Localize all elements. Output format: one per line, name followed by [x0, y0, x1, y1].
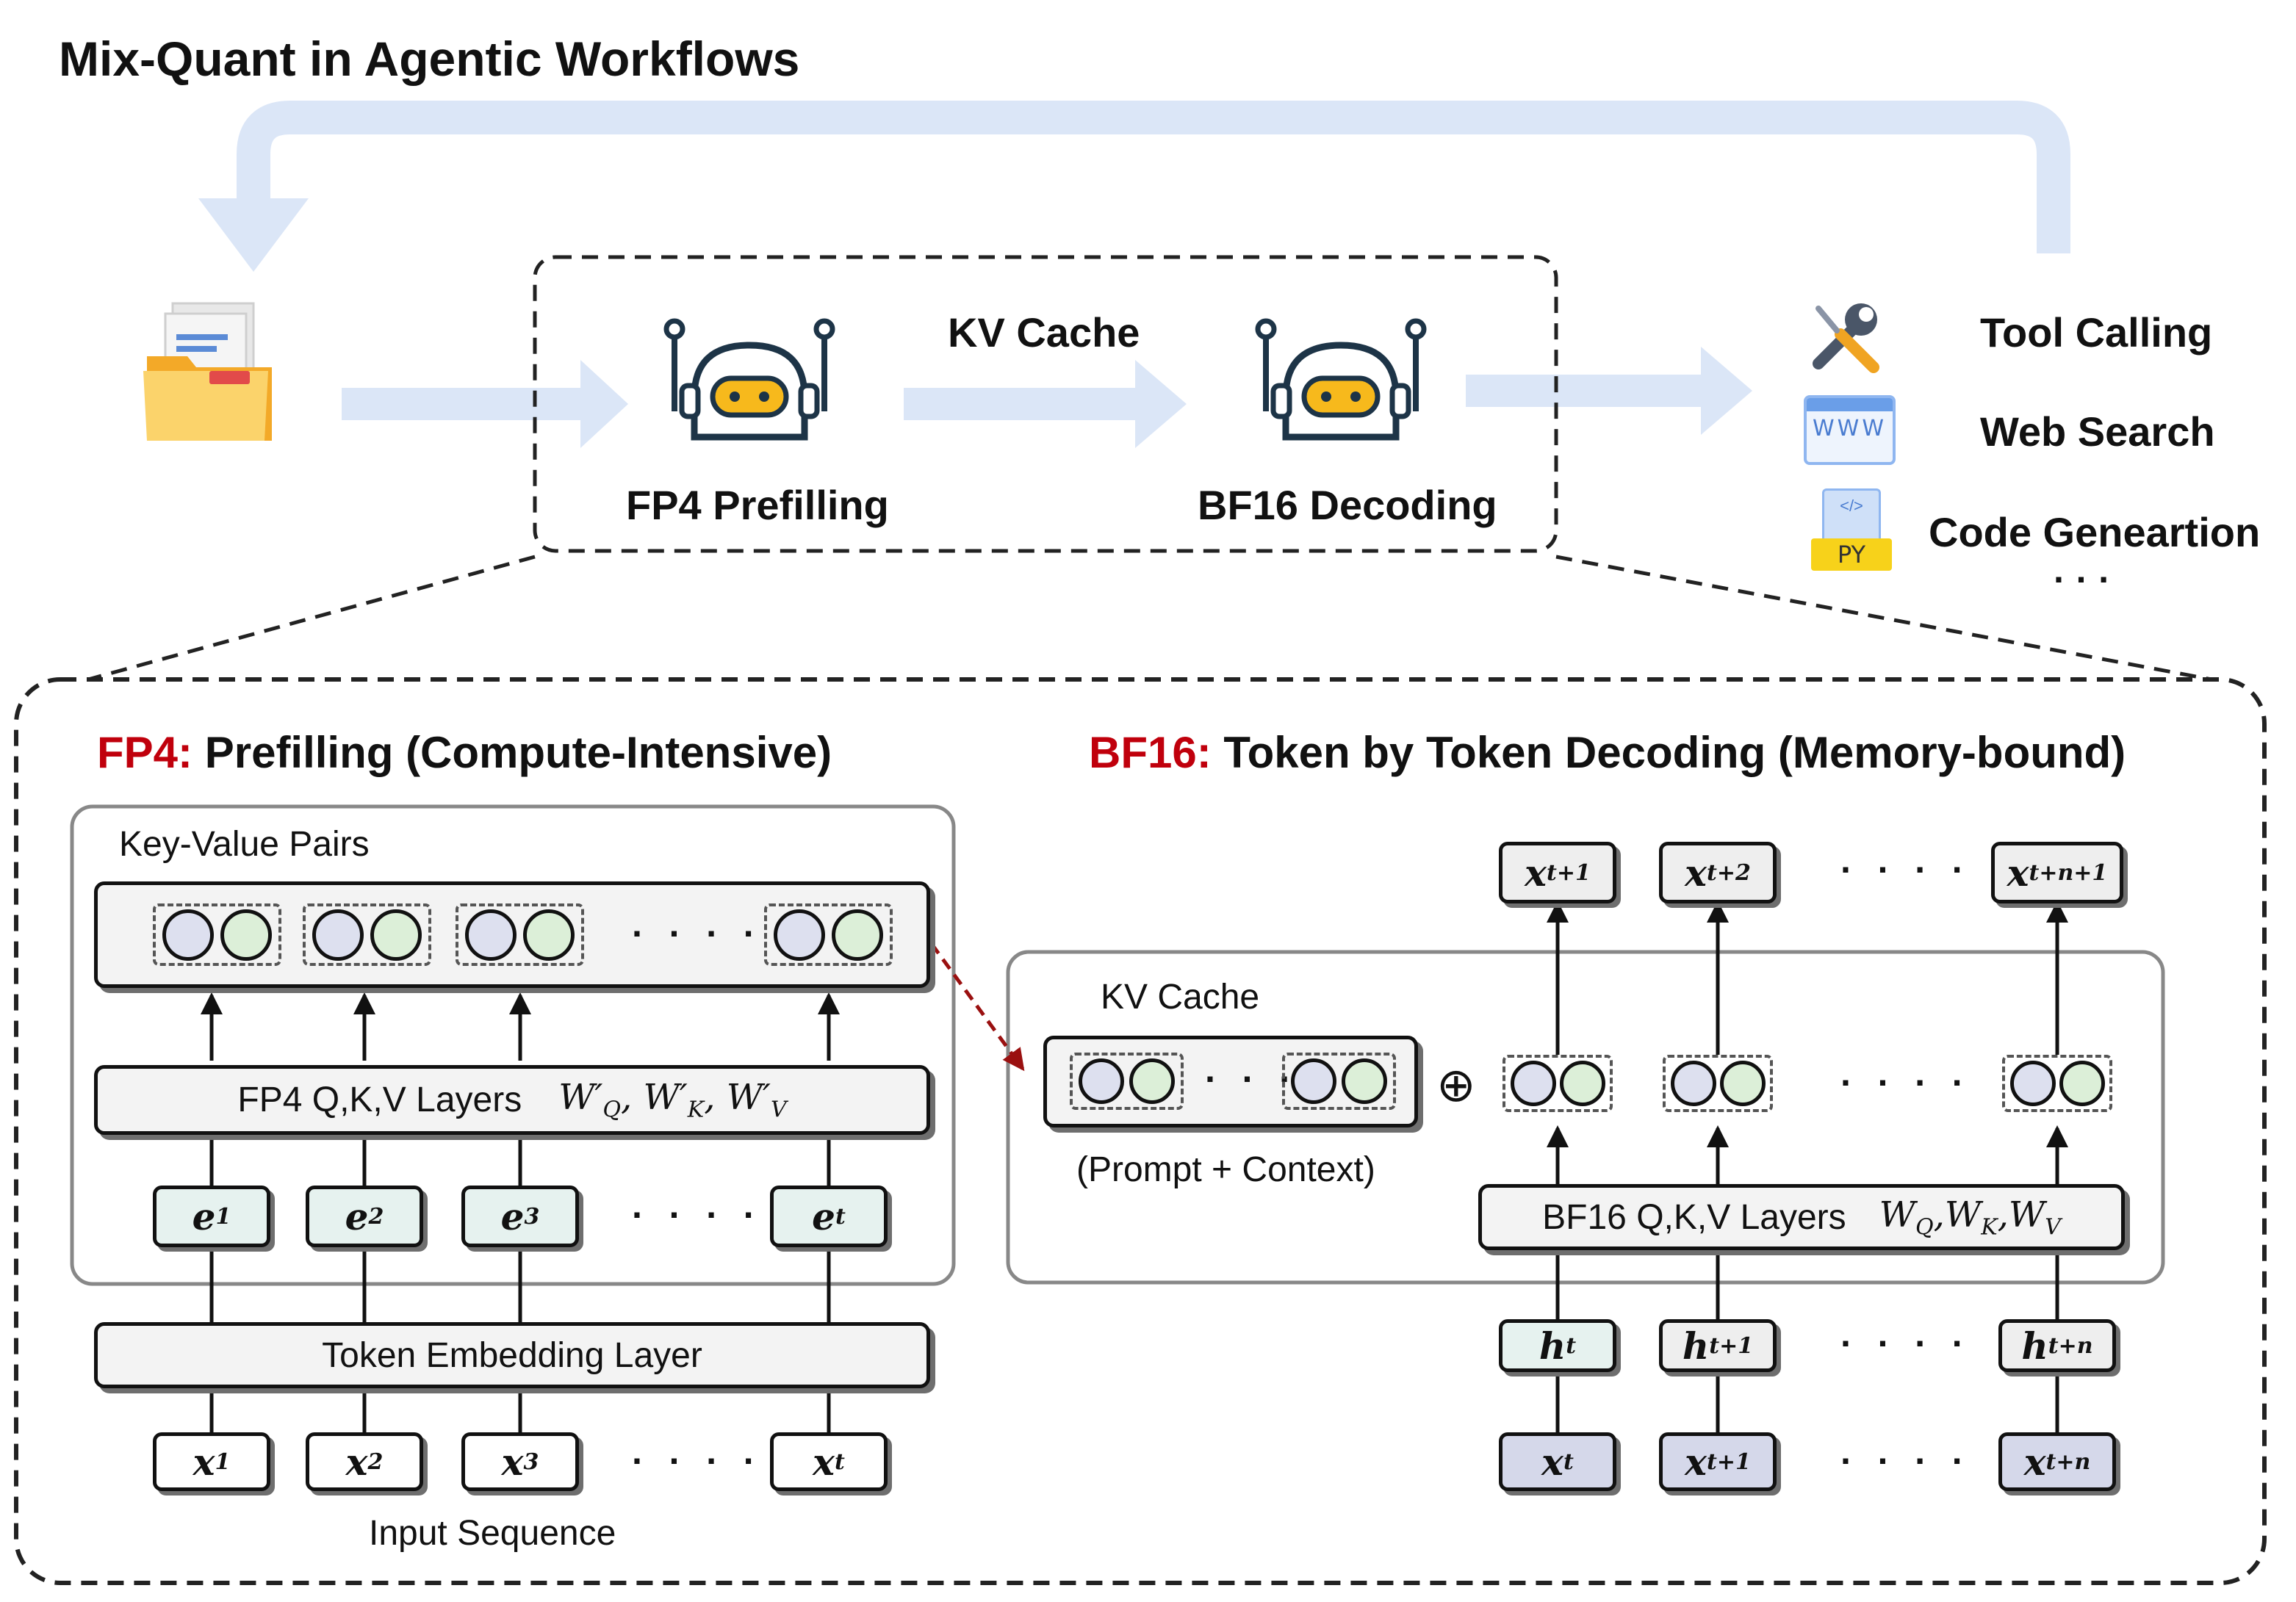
key-circle: [1670, 1061, 1716, 1106]
kv-transfer-arrow: [929, 942, 1025, 1072]
decode-input-dots: · · · ·: [1840, 1440, 1972, 1482]
token-embedding-layer: Token Embedding Layer: [94, 1322, 930, 1388]
key-circle: [2009, 1061, 2056, 1106]
kv-cache-dots: · · ·: [1205, 1058, 1299, 1100]
www-browser-icon: WWW: [1804, 395, 1896, 465]
kv-cache-panel-label: KV Cache: [1101, 978, 1260, 1017]
tools-ellipsis: · · ·: [2054, 559, 2111, 600]
output-dots: · · · ·: [1840, 849, 1972, 890]
tool-calling-label: Tool Calling: [1980, 309, 2213, 356]
concat-symbol: ⊕: [1436, 1058, 1476, 1111]
key-circle: [464, 909, 517, 961]
value-circle: [1719, 1061, 1766, 1106]
value-circle: [370, 909, 422, 961]
kv-pairs-label: Key-Value Pairs: [119, 825, 370, 864]
kv-pair: [1070, 1053, 1184, 1110]
kv-pair: [303, 903, 431, 966]
wrench-screwdriver-icon: [1813, 303, 1879, 373]
zoom-line-left: [87, 555, 536, 682]
flow-arrow-folder-to-prefill: [342, 360, 628, 448]
value-circle: [523, 909, 575, 961]
new-kv-pair: [1503, 1055, 1613, 1112]
decode-connectors: [1547, 901, 2068, 1432]
page-title: Mix-Quant in Agentic Workflows: [59, 32, 800, 86]
value-circle: [832, 909, 884, 961]
kv-pair: [764, 903, 893, 966]
embedding-dots: · · · ·: [632, 1194, 763, 1235]
new-kv-pair: [2002, 1055, 2112, 1112]
zoom-line-right: [1555, 555, 2212, 682]
value-circle: [2059, 1061, 2105, 1106]
new-kv-dots: · · · ·: [1840, 1062, 1972, 1103]
detail-frame: [14, 677, 2267, 1585]
new-kv-pair: [1663, 1055, 1773, 1112]
key-circle: [312, 909, 364, 961]
bf16-qkv-layer: BF16 Q,K,V Layers WQ,WK,WV: [1478, 1184, 2125, 1250]
kv-pair: [456, 903, 584, 966]
kv-pair: [153, 903, 281, 966]
prompt-context-label: (Prompt + Context): [1076, 1150, 1375, 1189]
value-circle: [1559, 1061, 1605, 1106]
kv-cache-label: KV Cache: [948, 309, 1140, 356]
web-search-label: Web Search: [1980, 408, 2215, 455]
input-sequence-label: Input Sequence: [369, 1514, 616, 1553]
decode-robot-icon: [1255, 318, 1427, 441]
flow-arrow-decode-to-tools: [1466, 347, 1752, 435]
kv-pairs-dots: · · · ·: [632, 913, 763, 954]
flow-arrow-prefill-to-decode: [904, 360, 1187, 448]
input-dots: · · · ·: [632, 1440, 763, 1482]
prefill-heading: FP4: Prefilling (Compute-Intensive): [97, 728, 832, 777]
key-circle: [162, 909, 214, 961]
key-circle: [1510, 1061, 1556, 1106]
decode-label: BF16 Decoding: [1198, 482, 1497, 528]
python-file-icon: </> PY: [1811, 488, 1892, 573]
prefill-robot-icon: [663, 318, 835, 441]
kv-pair: [1282, 1053, 1396, 1110]
value-circle: [1342, 1058, 1388, 1104]
prefill-label: FP4 Prefilling: [626, 482, 889, 528]
key-circle: [773, 909, 825, 961]
value-circle: [220, 909, 273, 961]
feedback-loop-arrow: [198, 101, 2070, 272]
hidden-dots: · · · ·: [1840, 1323, 1972, 1364]
fp4-qkv-layer: FP4 Q,K,V Layers W′Q, W′K, W′V: [94, 1065, 930, 1135]
decode-heading: BF16: Token by Token Decoding (Memory-bo…: [1089, 728, 2126, 777]
value-circle: [1129, 1058, 1176, 1104]
bf16-qkv-weights: WQ,WK,WV: [1879, 1194, 2061, 1241]
folder-icon: [143, 302, 272, 441]
agent-core-frame: [533, 255, 1558, 553]
key-circle: [1078, 1058, 1124, 1104]
fp4-qkv-weights: W′Q, W′K, W′V: [558, 1077, 787, 1123]
code-generation-label: Code Genеartion: [1929, 509, 2261, 555]
key-circle: [1290, 1058, 1336, 1104]
